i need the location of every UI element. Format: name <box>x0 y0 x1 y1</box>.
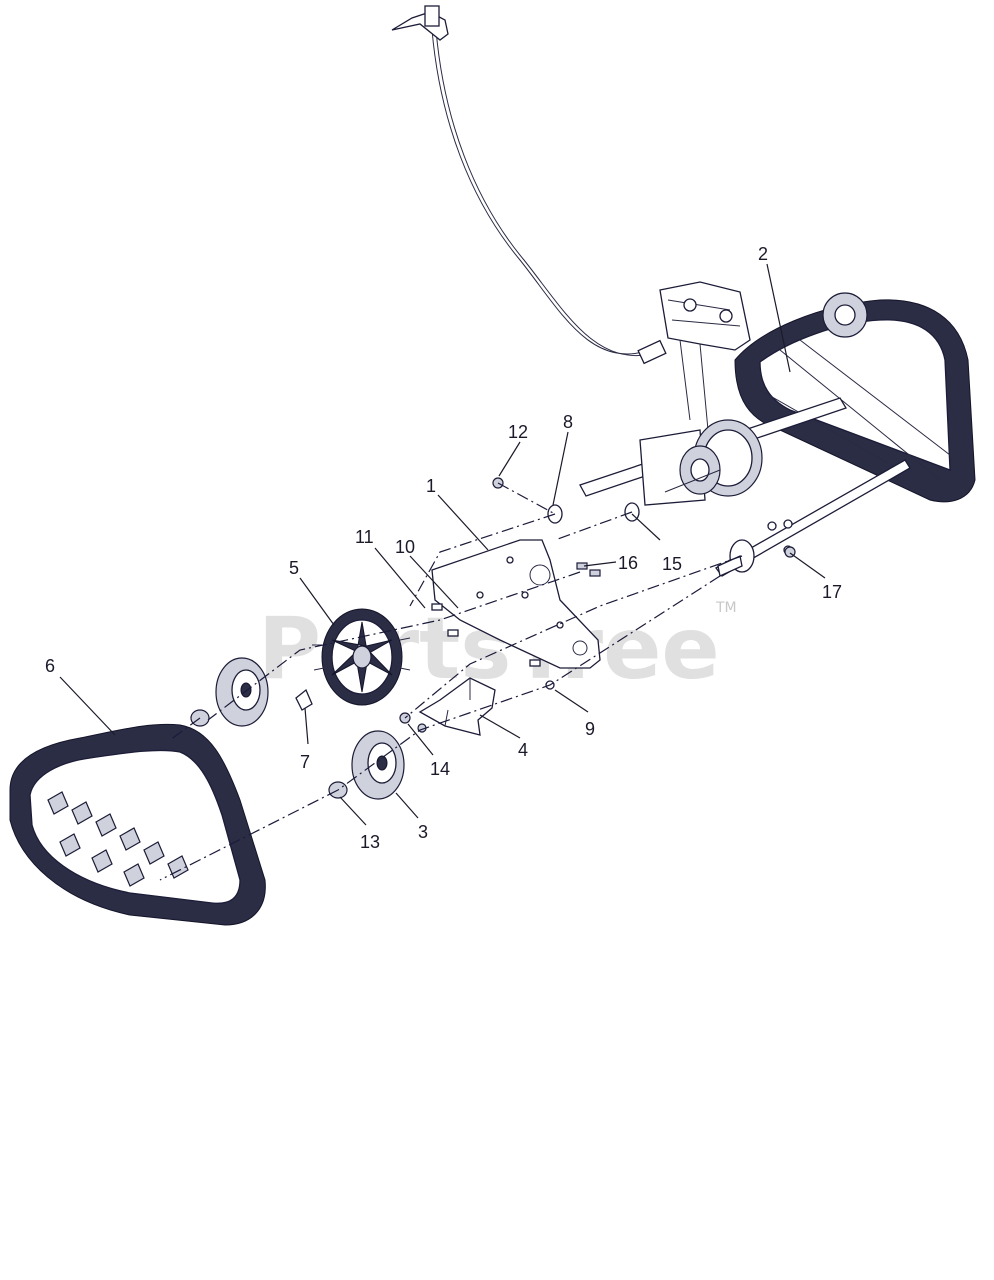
callout-14: 14 <box>430 759 450 779</box>
side-plate <box>431 539 601 669</box>
callout-4: 4 <box>518 740 528 760</box>
bolt-11 <box>431 603 443 611</box>
callouts: 2 1 12 8 15 16 17 11 10 5 6 7 4 14 13 3 … <box>45 244 842 852</box>
clip-7 <box>295 688 313 711</box>
callout-13: 13 <box>360 832 380 852</box>
callout-2: 2 <box>758 244 768 264</box>
callout-leaders <box>59 263 826 826</box>
watermark-trademark: TM <box>715 600 737 616</box>
callout-6: 6 <box>45 656 55 676</box>
right-track <box>734 292 976 503</box>
idler-wheel-lower <box>351 730 405 800</box>
callout-3: 3 <box>418 822 428 842</box>
callout-15: 15 <box>662 554 682 574</box>
callout-17: 17 <box>822 582 842 602</box>
idler-wheel-upper <box>215 657 269 727</box>
left-track <box>9 723 266 926</box>
callout-5: 5 <box>289 558 299 578</box>
callout-7: 7 <box>300 752 310 772</box>
callout-9: 9 <box>585 719 595 739</box>
callout-16: 16 <box>618 553 638 573</box>
drive-gear <box>664 419 763 497</box>
alignment-lines <box>159 482 743 881</box>
callout-8: 8 <box>563 412 573 432</box>
control-cable <box>391 5 667 365</box>
callout-10: 10 <box>395 537 415 557</box>
callout-1: 1 <box>426 476 436 496</box>
callout-11: 11 <box>355 527 374 547</box>
bracket <box>418 677 496 736</box>
callout-12: 12 <box>508 422 528 442</box>
transmission-housing <box>659 281 751 431</box>
